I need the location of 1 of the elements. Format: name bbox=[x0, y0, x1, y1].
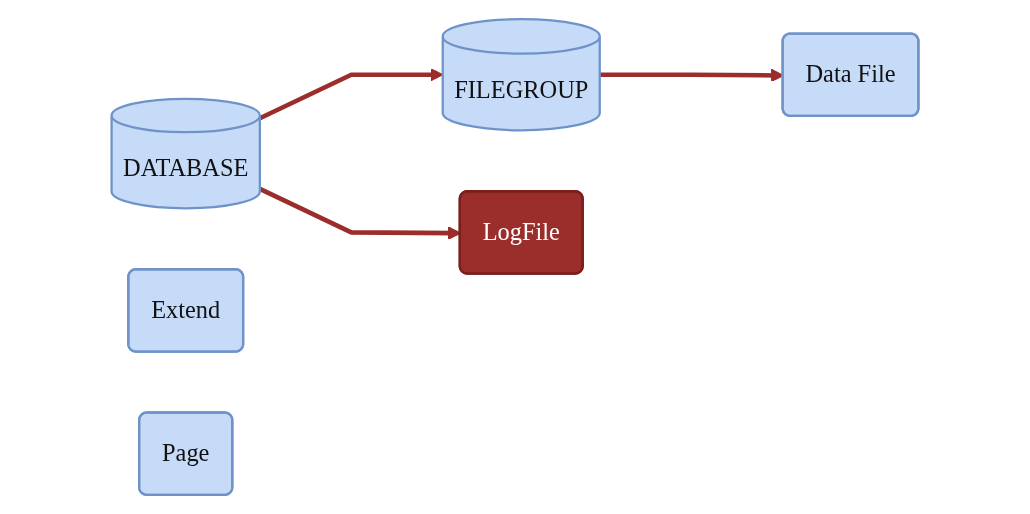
arrow bbox=[258, 68, 444, 121]
